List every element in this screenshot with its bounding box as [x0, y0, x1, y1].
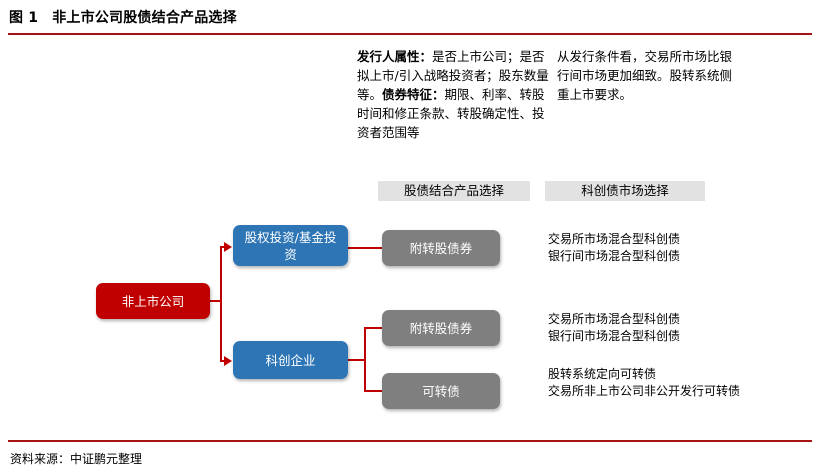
node-product-convertible-bond[interactable]: 可转债	[382, 373, 500, 409]
arrow-right-icon	[224, 356, 232, 366]
column-header-product-selection: 股债结合产品选择	[378, 181, 530, 201]
column-header-market-selection: 科创债市场选择	[545, 181, 705, 201]
arrow-right-icon	[224, 242, 232, 252]
description-row-2: 交易所市场混合型科创债 银行间市场混合型科创债	[548, 312, 681, 343]
node-tech-enterprise[interactable]: 科创企业	[233, 341, 348, 379]
description-row-1: 交易所市场混合型科创债 银行间市场混合型科创债	[548, 232, 681, 263]
node-root-company[interactable]: 非上市公司	[96, 283, 210, 319]
connector-tech-spine	[364, 327, 366, 391]
figure-header: 图 1 非上市公司股债结合产品选择	[0, 0, 820, 35]
connector-to-tech	[220, 360, 227, 362]
footer-divider	[8, 440, 812, 442]
connector-main-spine	[220, 247, 222, 362]
connector-equity-to-product	[348, 247, 382, 249]
note-issuer-attributes: 发行人属性：是否上市公司；是否拟上市/引入战略投资者；股东数量等。债券特征：期限…	[357, 47, 553, 142]
connector-root-stub	[210, 300, 222, 302]
figure-title-text: 非上市公司股债结合产品选择	[52, 10, 237, 26]
note-issuer-body-2: 期限、利率、转股时间和修正条款、转股确定性、投资者范围等	[357, 87, 545, 140]
header-divider	[8, 33, 812, 35]
connector-tech-out	[348, 359, 366, 361]
figure-number: 图 1	[9, 10, 39, 26]
source-note: 资料来源：中证鹏元整理	[10, 452, 143, 466]
node-product-attached-convertible-1[interactable]: 附转股债券	[382, 230, 500, 266]
description-row-3: 股转系统定向可转债 交易所非上市公司非公开发行可转债	[548, 367, 741, 398]
note-issuer-lead-1: 发行人属性：	[357, 49, 433, 64]
page-title: 图 1 非上市公司股债结合产品选择	[9, 7, 237, 27]
node-product-attached-convertible-2[interactable]: 附转股债券	[382, 310, 500, 346]
note-market-text: 从发行条件看，交易所市场比银行间市场更加细致。股转系统侧重上市要求。	[557, 49, 733, 102]
note-issuer-lead-2: 债券特征：	[382, 87, 445, 102]
connector-tech-to-product-3	[364, 390, 382, 392]
note-market-conditions: 从发行条件看，交易所市场比银行间市场更加细致。股转系统侧重上市要求。	[557, 47, 737, 104]
note-issuer-body-1: 是否上市公司；是否拟上市/引入战略投资者；股东数量等。	[357, 49, 549, 102]
node-equity-investment[interactable]: 股权投资/基金投资	[233, 225, 348, 266]
connector-to-equity	[220, 246, 227, 248]
connector-tech-to-product-2	[364, 327, 382, 329]
